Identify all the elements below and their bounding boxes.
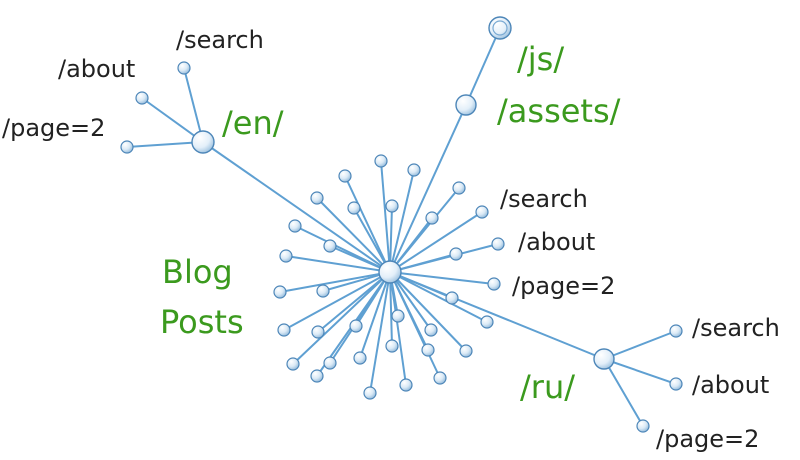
node-spoke_13 — [316, 284, 330, 298]
node-spoke_15 — [480, 315, 494, 329]
node-spoke_2 — [338, 169, 352, 183]
label-ru-search: /search — [692, 314, 780, 342]
node-spoke_9 — [323, 239, 337, 253]
node-spoke_20 — [424, 323, 438, 337]
edge-en-en_s — [183, 67, 204, 143]
edge-center-spoke_16 — [283, 271, 391, 331]
node-ru_a — [669, 377, 683, 391]
edge-center-spoke_0 — [380, 160, 391, 273]
node-spoke_25 — [421, 343, 435, 357]
node-assets — [455, 94, 477, 116]
label-blog-line2: Posts — [160, 303, 244, 341]
edge-assets-js — [465, 27, 501, 106]
node-ru — [593, 348, 615, 370]
edge-en-en_a — [141, 97, 204, 143]
edge-center-spoke_4 — [316, 197, 391, 273]
node-spoke_29 — [399, 378, 413, 392]
label-blog-line1: Blog — [162, 253, 233, 291]
label-ru-section: /ru/ — [520, 368, 575, 406]
node-en_p — [120, 140, 134, 154]
node-spoke_11 — [279, 249, 293, 263]
label-js-section: /js/ — [517, 40, 564, 78]
node-spoke_19 — [391, 309, 405, 323]
node-spoke_26 — [459, 344, 473, 358]
edge-center-spoke_5 — [353, 207, 391, 273]
node-spoke_3 — [452, 181, 466, 195]
edge-center-spoke_21 — [292, 271, 391, 365]
edge-en-en_p — [126, 141, 204, 148]
node-en_a — [135, 91, 149, 105]
edges-layer — [126, 27, 677, 427]
node-spoke_10 — [449, 247, 463, 261]
label-en-page: /page=2 — [2, 114, 105, 142]
edge-center-spoke_12 — [279, 271, 391, 293]
node-spoke_5 — [347, 201, 361, 215]
node-spoke_16 — [277, 323, 291, 337]
node-spoke_8 — [288, 219, 302, 233]
node-spoke_6 — [385, 199, 399, 213]
node-spoke_28 — [363, 386, 377, 400]
node-spoke_14 — [445, 291, 459, 305]
label-center-page: /page=2 — [512, 272, 615, 300]
node-ru_s — [669, 324, 683, 338]
node-ru_p — [636, 419, 650, 433]
node-spoke_0 — [374, 154, 388, 168]
edge-center-spoke_23 — [359, 271, 391, 359]
node-c_p — [487, 277, 501, 291]
edge-center-spoke_26 — [389, 271, 467, 352]
label-center-about: /about — [518, 228, 595, 256]
edge-center-spoke_15 — [389, 271, 488, 323]
node-en — [191, 130, 215, 154]
node-spoke_24 — [385, 339, 399, 353]
node-js — [488, 16, 512, 40]
edge-center-spoke_11 — [285, 255, 391, 273]
node-center — [378, 260, 402, 284]
node-spoke_17 — [311, 325, 325, 339]
node-spoke_22 — [323, 356, 337, 370]
node-spoke_1 — [407, 163, 421, 177]
label-en-about: /about — [58, 55, 135, 83]
edge-ru-ru_a — [603, 358, 677, 385]
edge-center-spoke_20 — [389, 271, 432, 331]
nodes-layer — [120, 16, 683, 433]
label-ru-about: /about — [692, 371, 769, 399]
node-c_a — [491, 237, 505, 251]
edge-center-assets — [389, 104, 467, 273]
node-spoke_23 — [353, 351, 367, 365]
edge-center-spoke_29 — [389, 271, 407, 386]
node-spoke_18 — [349, 319, 363, 333]
edge-center-spoke_2 — [344, 175, 391, 273]
labels-layer: /search /about /page=2 /en/ /js/ /assets… — [2, 26, 780, 453]
node-spoke_21 — [286, 357, 300, 371]
node-spoke_30 — [433, 371, 447, 385]
label-center-search: /search — [500, 185, 588, 213]
edge-center-c_s — [389, 211, 483, 273]
edge-center-spoke_24 — [389, 271, 393, 347]
edge-center-spoke_17 — [317, 271, 391, 333]
node-c_s — [475, 205, 489, 219]
label-assets-section: /assets/ — [497, 92, 621, 130]
node-spoke_27 — [310, 369, 324, 383]
edge-center-spoke_1 — [389, 169, 415, 273]
label-en-search: /search — [176, 26, 264, 54]
node-spoke_4 — [310, 191, 324, 205]
edge-ru-ru_s — [603, 330, 677, 360]
label-ru-page: /page=2 — [656, 425, 759, 453]
node-spoke_12 — [273, 285, 287, 299]
label-en-section: /en/ — [222, 104, 284, 142]
edge-center-spoke_30 — [389, 271, 441, 379]
node-spoke_7 — [425, 211, 439, 225]
node-en_s — [177, 61, 191, 75]
edge-ru-ru_p — [603, 358, 644, 427]
edge-center-c_p — [389, 271, 495, 285]
edge-center-en — [202, 141, 391, 273]
edge-center-spoke_28 — [369, 271, 391, 394]
